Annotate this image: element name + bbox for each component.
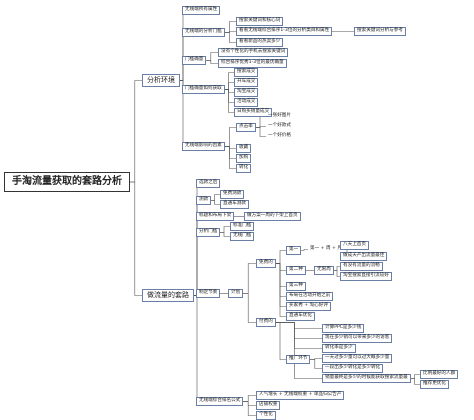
node-a3-c2[interactable]: 综合排序优秀1-3位的最优确量 bbox=[218, 59, 287, 68]
node-free-w2b[interactable]: 淘宝搜索直接引流较好 bbox=[340, 272, 392, 281]
node-a5-g1[interactable]: 点击率 bbox=[236, 123, 256, 132]
node-paid-p4-i1[interactable]: 一天过多少量可以过大概多少量 bbox=[322, 354, 393, 363]
node-a4-c5[interactable]: 日购买销量成交 bbox=[234, 108, 273, 117]
node-free-w2-end[interactable]: 有没有流量的流畅 bbox=[340, 262, 383, 271]
node-b6[interactable]: 无线端综合排名公式 bbox=[196, 397, 244, 406]
node-a4-c3[interactable]: 淘宝成交 bbox=[234, 88, 259, 97]
node-free-w1b[interactable]: 做成天产出流量最佳 bbox=[340, 252, 388, 261]
node-paid-p6-i1[interactable]: 比例最好的人群 bbox=[420, 370, 459, 379]
node-paid-p4-i2[interactable]: 一段出多少转化是多少转化 bbox=[322, 364, 384, 373]
node-paid-p2[interactable]: 现在多少销可以带来多少的访客 bbox=[322, 334, 393, 343]
node-a2-c2[interactable]: 看看无线端综合排序1-3位的分析类目和属性 bbox=[236, 27, 333, 36]
branch-analysis-env[interactable]: 分析环境 bbox=[142, 74, 180, 87]
node-free[interactable]: 免费的 bbox=[256, 259, 276, 268]
node-free-w3d[interactable]: 直通车优化 bbox=[286, 312, 315, 321]
node-a3[interactable]: 门槛确量 bbox=[182, 56, 207, 65]
node-b6-i1[interactable]: 人气增长 + 无线端权重 + 单品归公告产 bbox=[256, 391, 345, 400]
node-a5-g1-i3[interactable]: 一个好价格 bbox=[268, 133, 291, 138]
node-a5-g4[interactable]: 转化 bbox=[236, 164, 252, 173]
node-b5-plan[interactable]: 计划 bbox=[228, 289, 244, 298]
node-paid-p6-i2[interactable]: 推荐更优化 bbox=[420, 380, 449, 389]
node-b2-i1[interactable]: 免费测款 bbox=[220, 190, 245, 199]
node-b4-i2[interactable]: 无线门槛 bbox=[230, 232, 255, 241]
branch-traffic-routine[interactable]: 做流量的套路 bbox=[142, 289, 194, 302]
node-a2-c3[interactable]: 搜索关键词分析与参考 bbox=[354, 27, 406, 36]
node-free-w1-end[interactable]: 八天上首页 bbox=[340, 241, 369, 250]
node-a4-c4[interactable]: 活动成交 bbox=[234, 98, 259, 107]
node-paid-p1[interactable]: 计算PPC是多少钱 bbox=[322, 324, 365, 333]
node-a4-c1[interactable]: 搜索成交 bbox=[234, 68, 259, 77]
node-a5-g1-i1[interactable]: 一张好图片 bbox=[268, 113, 291, 118]
node-free-w3c[interactable]: 买家秀 + 淘心好评 bbox=[286, 302, 331, 311]
node-free-w3[interactable]: 第三种 bbox=[286, 282, 306, 291]
node-paid[interactable]: 付费的 bbox=[256, 318, 276, 327]
node-a2-c4[interactable]: 看看新品的热卖多少 bbox=[236, 38, 284, 47]
node-a5[interactable]: 无线端影响的因素 bbox=[182, 142, 225, 151]
node-a2[interactable]: 无线端的分析门槛 bbox=[182, 28, 225, 37]
node-a4-c2[interactable]: 开车成交 bbox=[234, 78, 259, 87]
node-a4[interactable]: 门槛确量如何获取 bbox=[182, 85, 225, 94]
node-paid-p4[interactable]: 推广环节 bbox=[286, 355, 311, 364]
node-a5-g2[interactable]: 收藏 bbox=[236, 144, 252, 153]
node-b4[interactable]: 分析门槛 bbox=[196, 228, 221, 237]
node-b2[interactable]: 测款 bbox=[196, 196, 212, 205]
node-b4-i1[interactable]: 标准门槛 bbox=[230, 222, 255, 231]
node-a2-c1[interactable]: 搜索关键词和核心词 bbox=[236, 17, 284, 26]
node-free-w2-note[interactable]: 无限周 bbox=[314, 266, 334, 275]
node-paid-p5[interactable]: 销量最终是多少的时候能获取搜索流量最 bbox=[322, 374, 411, 383]
node-b5[interactable]: 制定节奏 bbox=[196, 289, 221, 298]
node-a3-c1[interactable]: 没有个性化的手机去搜索关键词 bbox=[218, 48, 289, 57]
node-b6-i2[interactable]: 店铺权重 bbox=[256, 401, 281, 410]
node-a5-g1-i2[interactable]: 一个好款式 bbox=[268, 123, 291, 128]
node-b3-c1[interactable]: 做方案一周的下架上首页 bbox=[244, 212, 301, 221]
node-free-w1[interactable]: 第一 bbox=[286, 246, 302, 255]
node-free-w1-note[interactable]: 第一 + 周 + 月 bbox=[310, 246, 342, 251]
node-b3[interactable]: 标题和布局下架 bbox=[196, 212, 235, 221]
node-a1[interactable]: 无线端所有属性 bbox=[182, 6, 221, 15]
node-b2-i2[interactable]: 直通车测款 bbox=[220, 200, 249, 209]
node-a5-g3[interactable]: 加购 bbox=[236, 154, 252, 163]
node-paid-p3[interactable]: 转化率是多少 bbox=[322, 344, 356, 353]
node-free-w2[interactable]: 第二种 bbox=[286, 266, 306, 275]
root-node[interactable]: 手淘流量获取的套路分析 bbox=[4, 172, 130, 192]
node-b1[interactable]: 选款之后 bbox=[196, 179, 221, 188]
node-b6-i3[interactable]: 个性化 bbox=[256, 411, 276, 420]
node-free-w3b[interactable]: 布局在活动开始之前 bbox=[286, 292, 334, 301]
